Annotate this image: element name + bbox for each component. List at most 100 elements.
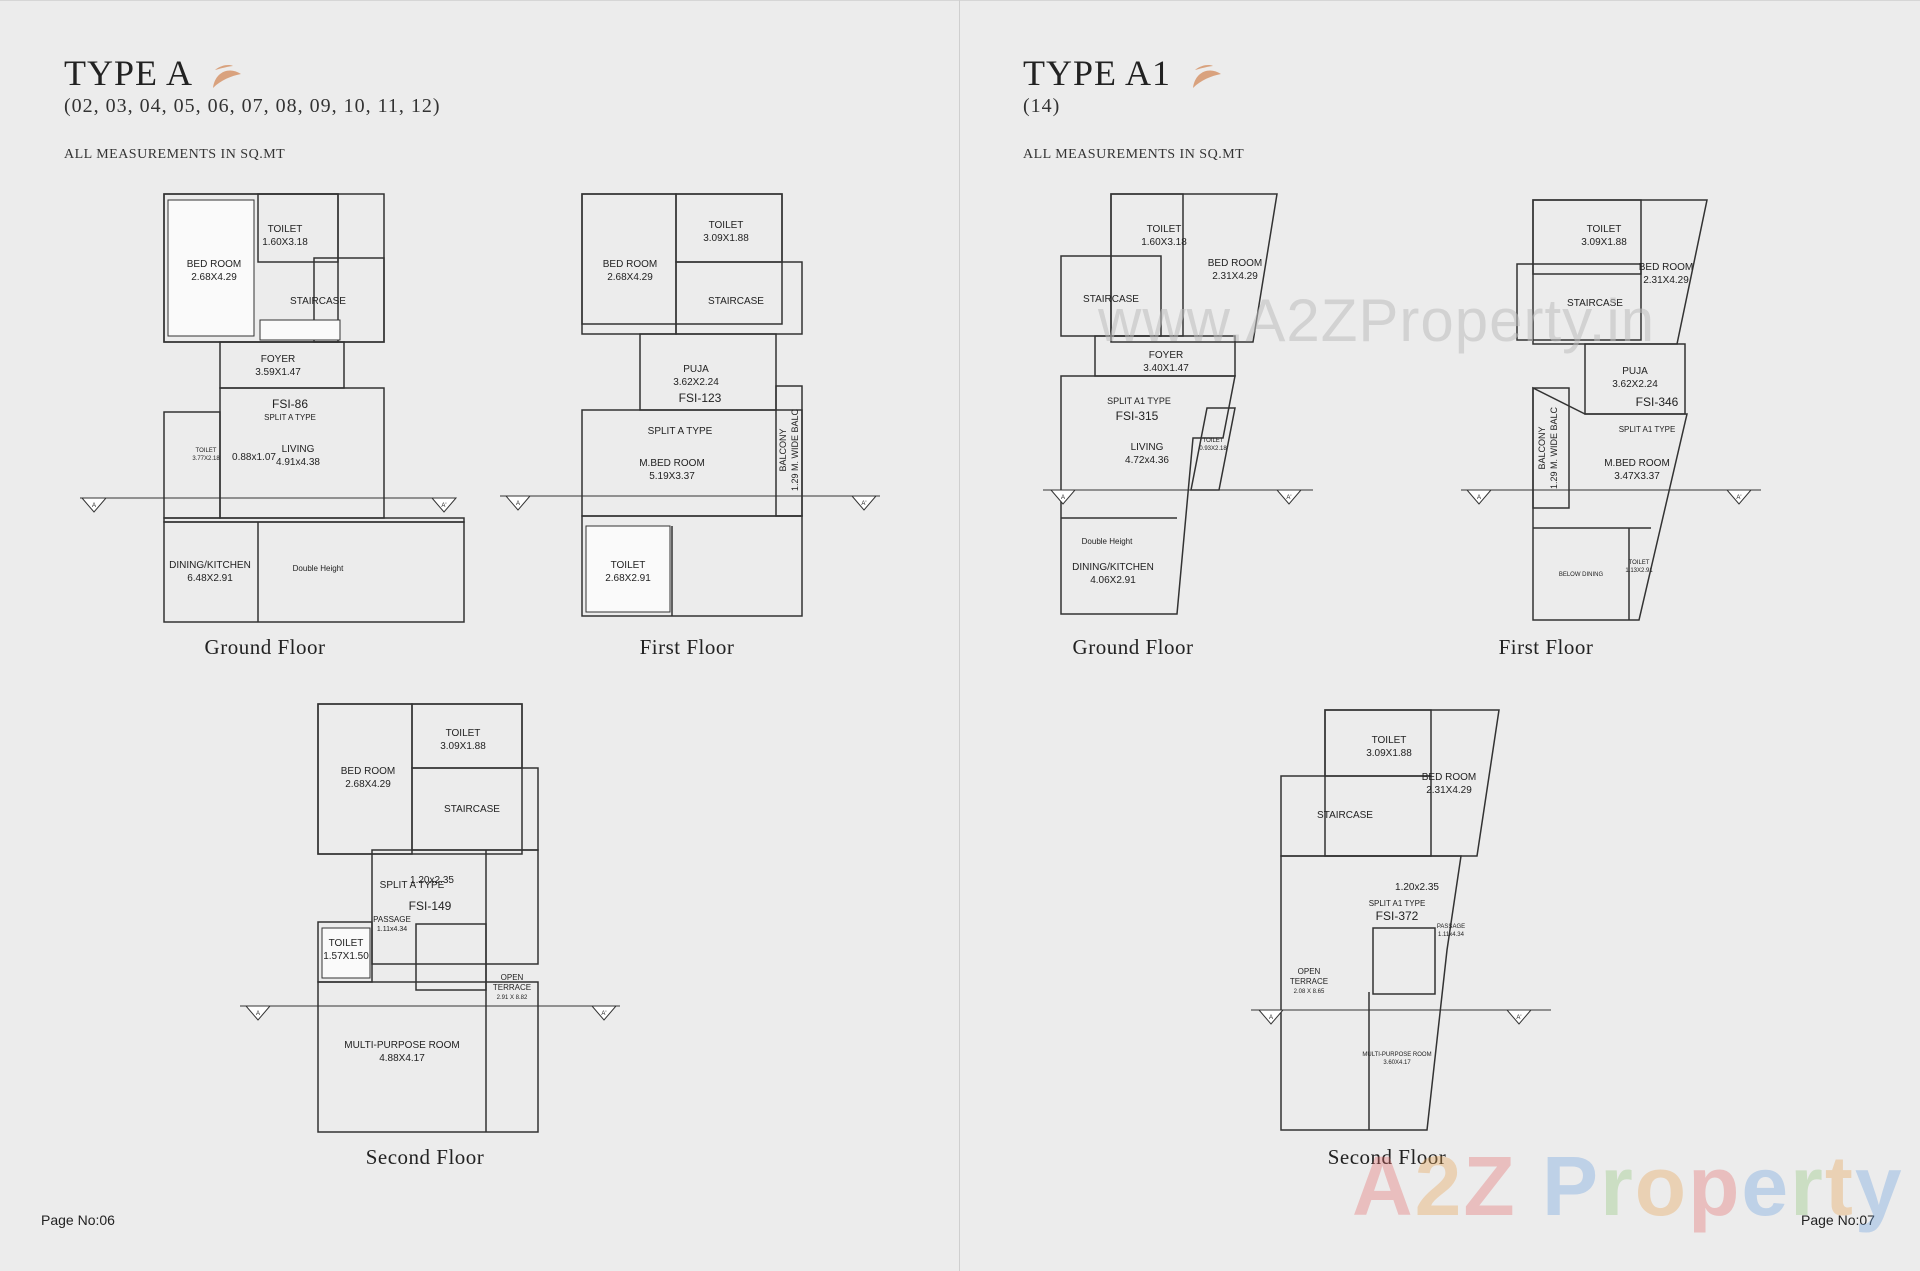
room-label: BED ROOM — [341, 766, 395, 777]
room-label: TOILET — [268, 224, 303, 235]
fsi-label: FSI-86 — [272, 397, 308, 411]
room-label: TOILET — [1629, 560, 1650, 566]
room-dim: 2.68X4.29 — [345, 779, 391, 790]
split-label: SPLIT A1 TYPE — [1107, 396, 1171, 406]
double-height-label: Double Height — [1082, 537, 1133, 546]
room-label: DINING/KITCHEN — [169, 560, 251, 571]
measurement-note: ALL MEASUREMENTS IN SQ.MT — [1023, 147, 1245, 162]
unit-numbers: (14) — [1023, 95, 1061, 117]
watermark-letter: p — [1688, 1139, 1742, 1233]
room-label: BALCONY — [778, 428, 788, 471]
room-dim: 1.11x4.34 — [1438, 932, 1465, 938]
room-label: STAIRCASE — [444, 804, 500, 815]
caption-ground-floor: Ground Floor — [204, 635, 326, 659]
dimension-label: 1.20x2.35 — [410, 875, 454, 886]
watermark-letter: r — [1600, 1139, 1635, 1233]
right-page: TYPE A1 (14) ALL MEASUREMENTS IN SQ.MT T… — [961, 0, 1920, 1271]
room-dim: 2.31X4.29 — [1426, 785, 1472, 796]
unit-numbers: (02, 03, 04, 05, 06, 07, 08, 09, 10, 11,… — [64, 95, 441, 117]
room-label: PASSAGE — [373, 915, 411, 924]
watermark-letter: Z — [1463, 1139, 1517, 1233]
room-label: BED ROOM — [187, 259, 241, 270]
room-dim: 1.60X3.18 — [1141, 237, 1187, 248]
plan-a1-first-floor: TOILET 3.09X1.88 BED ROOM 2.31X4.29 STAI… — [1461, 199, 1761, 621]
room-dim: 3.09X1.88 — [703, 233, 749, 244]
room-label: TOILET — [1203, 438, 1224, 444]
room-dim: 2.31X4.29 — [1212, 271, 1258, 282]
caption-second-floor: Second Floor — [1327, 1145, 1447, 1169]
fsi-label: FSI-372 — [1376, 909, 1419, 923]
room-label: STAIRCASE — [290, 296, 346, 307]
caption-second-floor: Second Floor — [365, 1145, 485, 1169]
room-label: TOILET — [611, 560, 646, 571]
watermark-letter: 2 — [1414, 1139, 1464, 1233]
watermark-logo: A2Z Property — [1352, 1138, 1904, 1235]
room-label: FOYER — [261, 354, 295, 365]
watermark-url: www.A2ZProperty.in — [1098, 287, 1656, 354]
section-marker: A' — [861, 501, 866, 507]
split-label: SPLIT A1 TYPE — [1619, 425, 1676, 434]
room-dim: 1.11x4.34 — [377, 926, 407, 933]
watermark-letter: o — [1634, 1139, 1689, 1233]
room-dim: 2.31X4.29 — [1643, 275, 1689, 286]
room-dim: 4.72x4.36 — [1125, 455, 1169, 466]
room-dim: 0.88x1.07 — [232, 452, 276, 463]
split-label: SPLIT A TYPE — [380, 880, 445, 891]
room-label: TOILET — [709, 220, 744, 231]
section-marker: A — [516, 501, 520, 507]
page-title: TYPE A1 — [1023, 52, 1223, 94]
room-dim: 1.29 M. WIDE BALC — [790, 408, 800, 491]
room-dim: 2.68X4.29 — [607, 272, 653, 283]
room-label: PUJA — [683, 364, 709, 375]
fsi-label: FSI-123 — [679, 391, 722, 405]
room-label: BED ROOM — [1639, 262, 1693, 273]
split-label: SPLIT A TYPE — [648, 426, 713, 437]
room-label: TOILET — [196, 448, 217, 454]
room-dim: 0.93X2.18 — [1199, 446, 1227, 452]
room-dim: 4.91x4.38 — [276, 457, 320, 468]
room-label: OPEN — [1298, 967, 1321, 976]
section-marker: A' — [1736, 495, 1741, 501]
room-label: FOYER — [1149, 350, 1183, 361]
plan-a-ground-floor: BED ROOM 2.68X4.29 TOILET 1.60X3.18 STAI… — [80, 193, 465, 623]
room-dim: 3.09X1.88 — [440, 741, 486, 752]
room-dim: 1.29 M. WIDE BALC — [1549, 406, 1559, 489]
watermark-letter: A — [1352, 1139, 1415, 1233]
room-label: BALCONY — [1537, 426, 1547, 469]
plan-a1-ground-floor: TOILET 1.60X3.18 BED ROOM 2.31X4.29 STAI… — [1043, 193, 1313, 615]
room-dim: 2.68X2.91 — [605, 573, 651, 584]
measurement-note: ALL MEASUREMENTS IN SQ.MT — [64, 147, 286, 162]
watermark-letter — [1517, 1138, 1542, 1235]
section-marker: A — [92, 503, 96, 509]
dimension-label: 1.20x2.35 — [1395, 882, 1439, 893]
split-label: SPLIT A1 TYPE — [1369, 899, 1426, 908]
double-height-label: Double Height — [293, 564, 344, 573]
room-label: STAIRCASE — [708, 296, 764, 307]
room-label: PASSAGE — [1437, 924, 1465, 930]
split-label: SPLIT A TYPE — [264, 413, 316, 422]
room-label: M.BED ROOM — [1604, 458, 1670, 469]
watermark-letter: r — [1790, 1139, 1825, 1233]
room-dim: 6.48X2.91 — [187, 573, 233, 584]
room-dim: 3.62X2.24 — [673, 377, 719, 388]
caption-ground-floor: Ground Floor — [1072, 635, 1194, 659]
page-title: TYPE A — [64, 52, 243, 94]
room-label: LIVING — [1131, 442, 1164, 453]
room-label: LIVING — [282, 444, 315, 455]
room-dim: 2.68X4.29 — [191, 272, 237, 283]
caption-first-floor: First Floor — [1498, 635, 1594, 659]
room-label: BED ROOM — [1422, 772, 1476, 783]
room-dim: 3.09X1.88 — [1581, 237, 1627, 248]
section-marker: A — [1477, 495, 1481, 501]
left-page: TYPE A (02, 03, 04, 05, 06, 07, 08, 09, … — [0, 0, 959, 1271]
caption-first-floor: First Floor — [639, 635, 735, 659]
section-marker: A — [256, 1011, 260, 1017]
room-label: M.BED ROOM — [639, 458, 705, 469]
room-label: MULTI-PURPOSE ROOM — [344, 1040, 459, 1051]
room-dim: 2.08 X 8.65 — [1294, 989, 1325, 995]
plan-a1-second-floor: TOILET 3.09X1.88 BED ROOM 2.31X4.29 STAI… — [1251, 709, 1551, 1131]
watermark-letter: e — [1741, 1139, 1791, 1233]
room-dim: 3.59X1.47 — [255, 367, 301, 378]
room-dim: 5.19X3.37 — [649, 471, 695, 482]
room-label: TOILET — [1147, 224, 1182, 235]
